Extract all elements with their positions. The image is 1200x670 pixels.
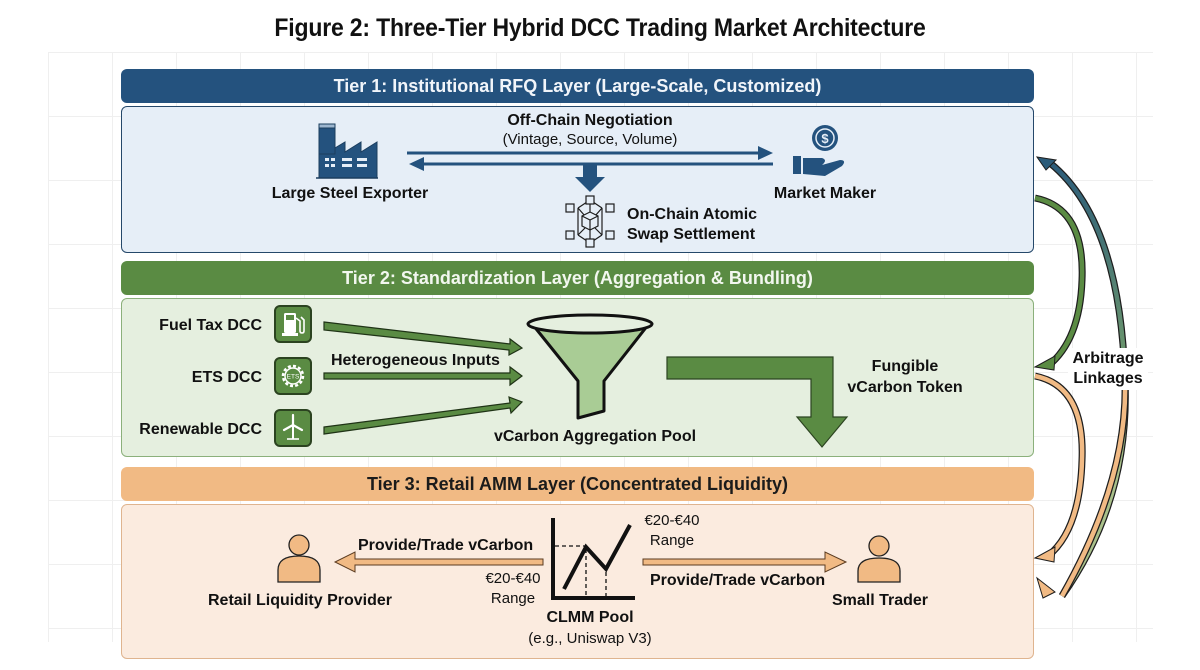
- input-label-renewable: Renewable DCC: [139, 421, 262, 438]
- svg-text:$: $: [821, 131, 829, 146]
- output-arrow: [666, 356, 849, 448]
- negotiation-title: Off-Chain Negotiation: [507, 112, 673, 129]
- arbitrage-label-bg: [1068, 348, 1148, 390]
- range-left-label: Range: [490, 590, 536, 607]
- input-label-ets: ETS DCC: [191, 369, 262, 386]
- clmm-chart-icon: [551, 518, 635, 600]
- settlement-line2: Swap Settlement: [627, 226, 756, 243]
- fuel-pump-icon: [274, 305, 312, 343]
- figure-title: Figure 2: Three-Tier Hybrid DCC Trading …: [274, 14, 926, 42]
- funnel-icon: [526, 313, 654, 420]
- aggregation-pool-label: vCarbon Aggregation Pool: [493, 428, 697, 445]
- negotiation-detail: (Vintage, Source, Volume): [502, 131, 678, 148]
- right-flow-label: Provide/Trade vCarbon: [650, 572, 826, 589]
- ets-icon-text: ETS: [287, 374, 300, 381]
- heterogeneous-inputs-label: Heterogeneous Inputs: [331, 352, 500, 369]
- tier2-header: Tier 2: Standardization Layer (Aggregati…: [121, 261, 1034, 295]
- small-trader-person-icon: [857, 535, 901, 583]
- ets-gear-icon: ETS: [274, 357, 312, 395]
- factory-icon: [316, 123, 378, 179]
- arbitrage-line2: Linkages: [1073, 370, 1143, 387]
- retail-provider-person-icon: [277, 534, 321, 583]
- range-right-label: Range: [649, 532, 695, 549]
- tier1-header: Tier 1: Institutional RFQ Layer (Large-S…: [121, 69, 1034, 103]
- left-flow-arrow: [333, 551, 544, 573]
- retail-provider-label: Retail Liquidity Provider: [207, 592, 393, 609]
- clmm-pool-title: CLMM Pool: [546, 609, 634, 626]
- range-right-value: €20-€40: [644, 512, 700, 529]
- right-flow-arrow: [642, 551, 848, 573]
- fungible-token-line1: Fungible: [871, 358, 939, 375]
- hand-coin-icon: $: [793, 125, 845, 176]
- input-label-fuel-tax: Fuel Tax DCC: [159, 317, 262, 334]
- small-trader-label: Small Trader: [831, 592, 929, 609]
- arbitrage-line1: Arbitrage: [1072, 350, 1144, 367]
- left-flow-label: Provide/Trade vCarbon: [358, 537, 534, 554]
- tier3-header: Tier 3: Retail AMM Layer (Concentrated L…: [121, 467, 1034, 501]
- negotiation-arrows: [407, 146, 773, 192]
- wind-turbine-icon: [274, 409, 312, 447]
- fungible-token-line2: vCarbon Token: [847, 379, 963, 396]
- market-maker-label: Market Maker: [773, 185, 877, 202]
- blockchain-network-icon: [565, 195, 615, 248]
- input-arrows: [323, 321, 524, 435]
- clmm-pool-example: (e.g., Uniswap V3): [528, 630, 652, 647]
- settlement-line1: On-Chain Atomic: [627, 206, 758, 223]
- steel-exporter-label: Large Steel Exporter: [271, 185, 429, 202]
- range-left-value: €20-€40: [485, 570, 541, 587]
